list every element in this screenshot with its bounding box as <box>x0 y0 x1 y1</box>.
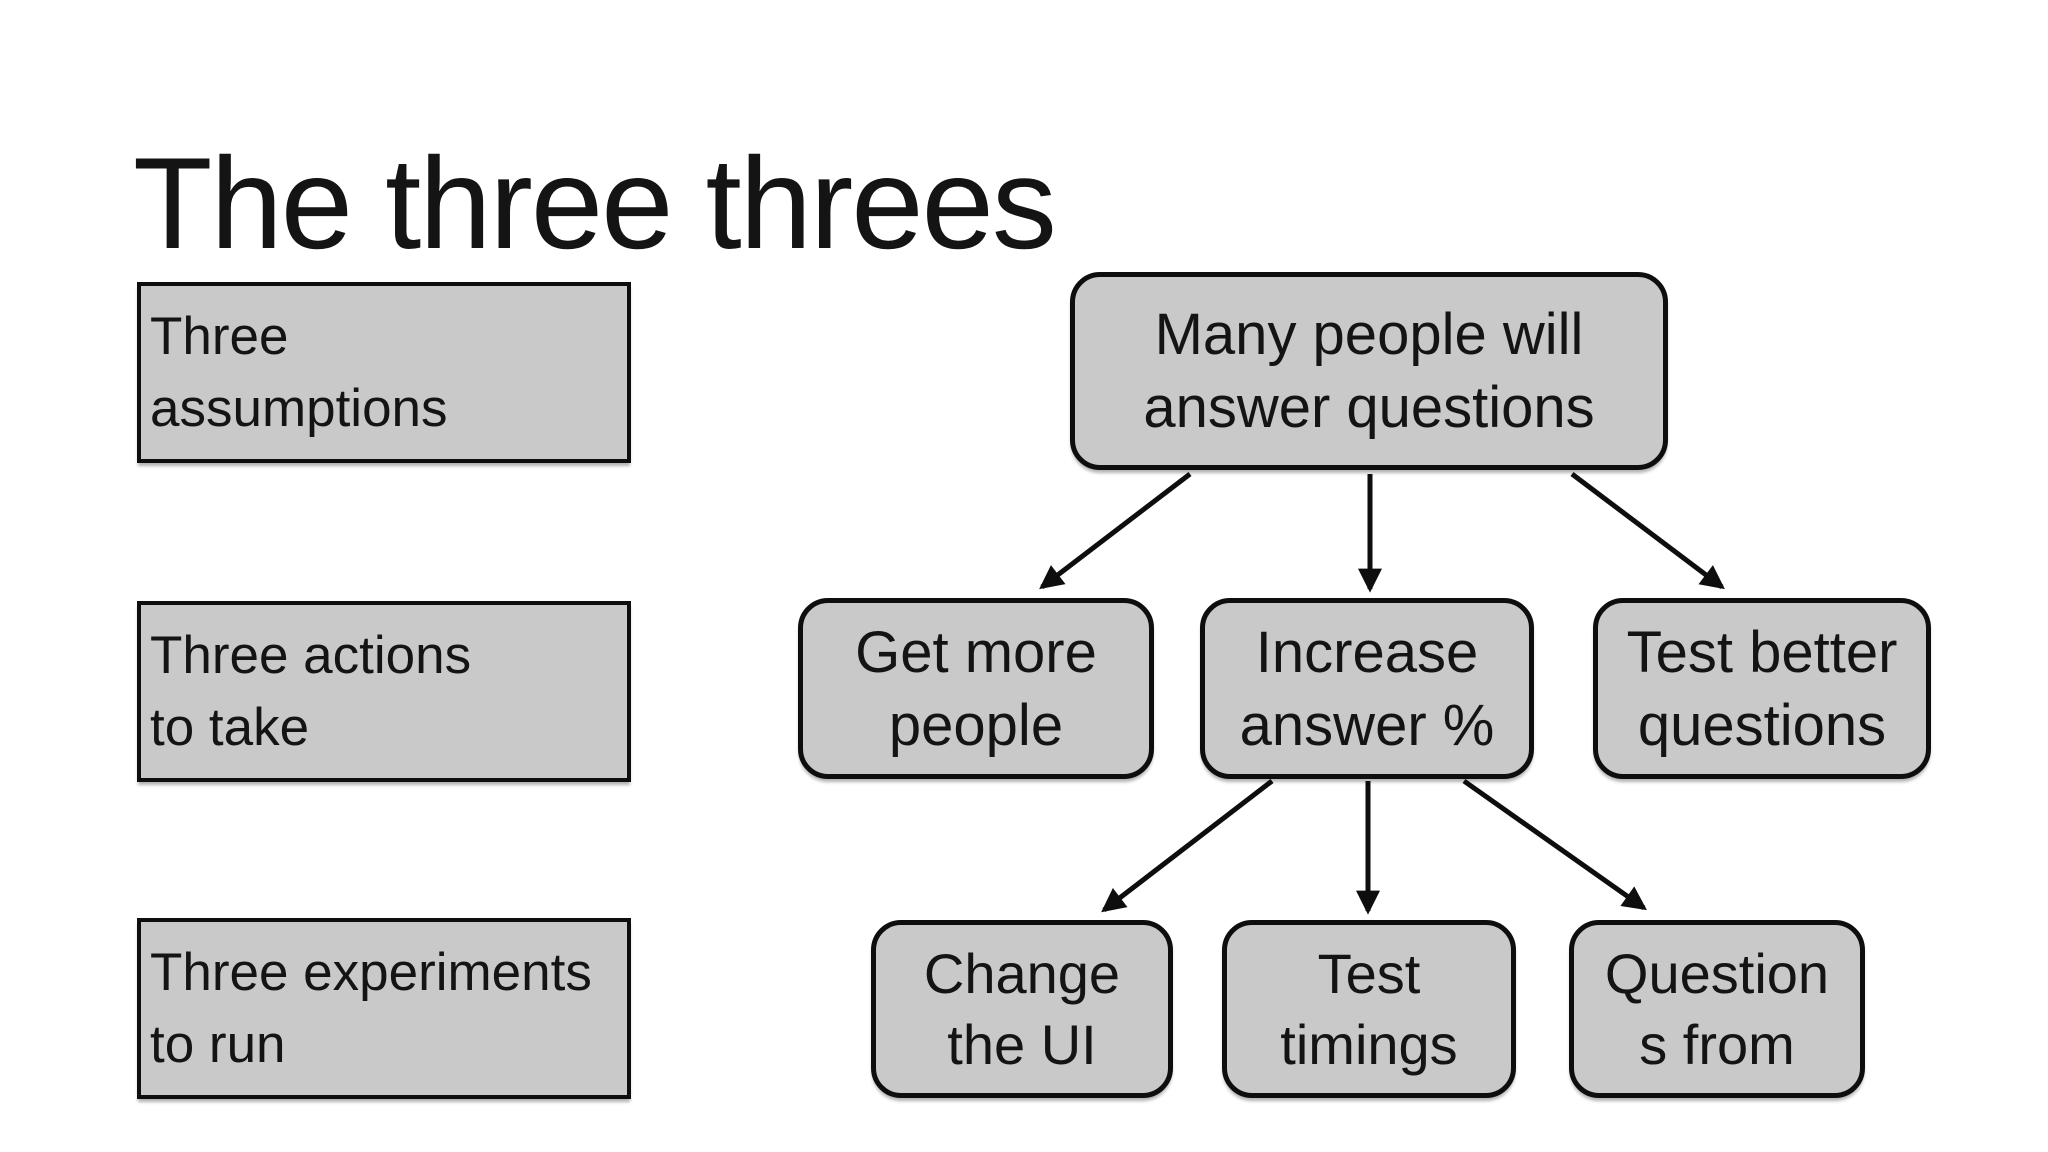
node-increase-answer-percent: Increase answer % <box>1200 598 1534 779</box>
node-test-better-questions: Test better questions <box>1593 598 1931 779</box>
arrow-increase-to-change-ui <box>1101 779 1274 913</box>
arrow-root-to-get-more-people <box>1039 472 1192 590</box>
row-label-three-experiments: Three experiments to run <box>137 918 631 1099</box>
row-label-three-actions: Three actions to take <box>137 601 631 782</box>
node-test-timings: Test timings <box>1222 920 1516 1098</box>
node-questions-from: Question s from <box>1569 920 1865 1098</box>
slide-title: The three threes <box>133 130 1057 276</box>
node-change-the-ui: Change the UI <box>871 920 1173 1098</box>
node-get-more-people: Get more people <box>798 598 1154 779</box>
row-label-three-assumptions: Three assumptions <box>137 282 631 463</box>
node-many-people-will-answer-questions: Many people will answer questions <box>1070 272 1668 470</box>
arrow-root-to-test-better-questions <box>1570 472 1725 590</box>
arrow-increase-to-questions-from <box>1462 778 1647 911</box>
